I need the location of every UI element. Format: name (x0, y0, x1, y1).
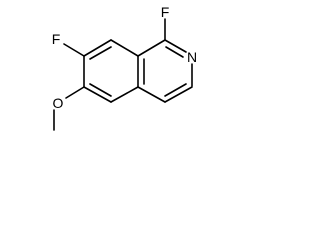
bond-c7-f (63, 43, 85, 57)
bond-c8-c7 (83, 39, 112, 57)
bond-c3-c4-double (164, 83, 187, 97)
atom-label-f7: F (52, 31, 61, 47)
atom-label-n2: N (187, 49, 197, 65)
bond-c6-c5 (83, 86, 112, 103)
bond-c1-n2-double (165, 46, 184, 58)
bond-c1-c8a (137, 39, 166, 57)
bond-c6-c5-double (89, 83, 112, 97)
bond-c5-c4a (110, 86, 139, 103)
bond-c1-n2 (164, 39, 187, 53)
structural-formula: F F N O (52, 4, 197, 131)
atom-label-f1: F (161, 4, 170, 20)
bond-c6-o (65, 86, 85, 99)
atom-label-o6: O (53, 95, 64, 111)
bond-c8a-c8 (110, 39, 139, 57)
bond-c3-c4 (164, 86, 193, 103)
bond-c4-c4a (137, 86, 166, 103)
bond-c8-c7-double (89, 46, 112, 60)
